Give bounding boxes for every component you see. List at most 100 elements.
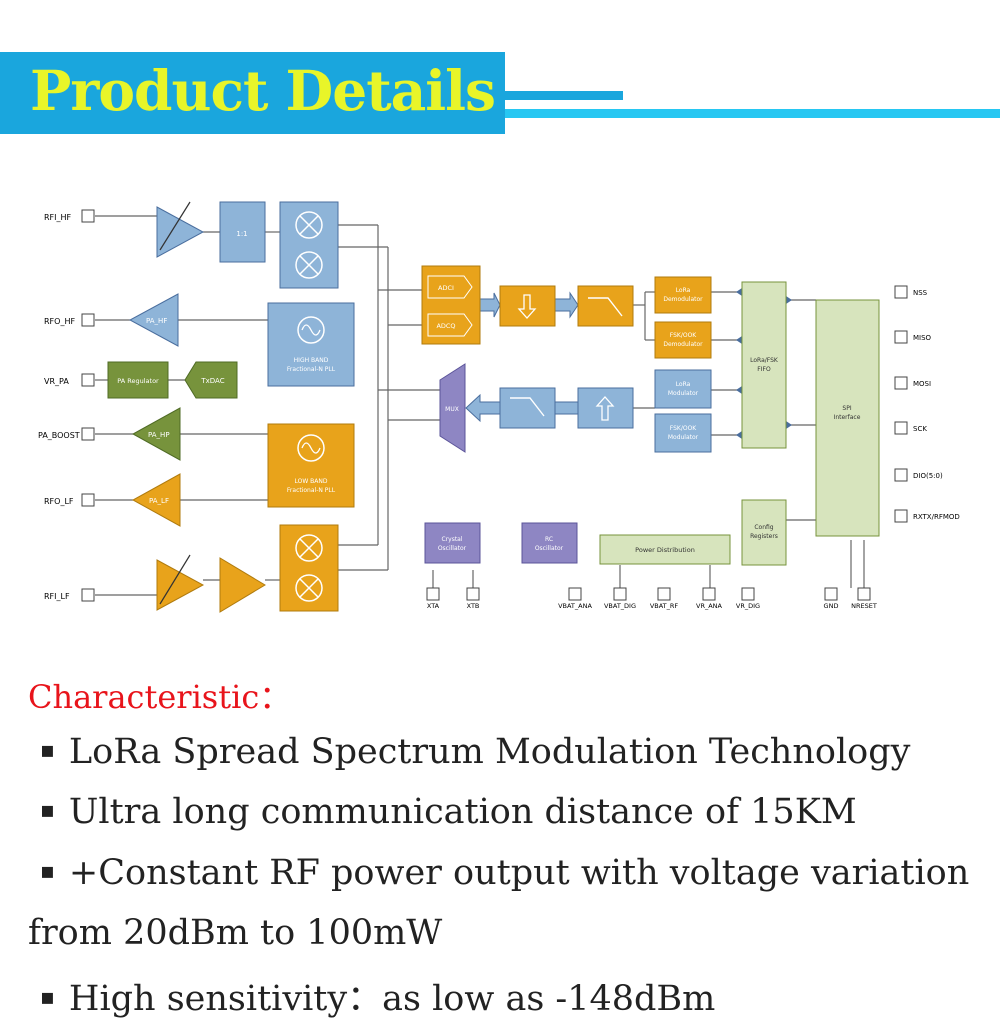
pin-xtb xyxy=(466,587,480,601)
pa-lf-label: PA_LF xyxy=(149,497,169,505)
fsk-demod-label-2: Demodulator xyxy=(663,341,703,348)
power-distribution-block xyxy=(599,534,731,565)
pin-vr-pa xyxy=(81,373,95,387)
crystal-oscillator-block xyxy=(424,522,481,564)
pin-vr-dig xyxy=(741,587,755,601)
feature-item: ▪ LoRa Spread Spectrum Modulation Technol… xyxy=(40,732,910,772)
pin-label-vbat-ana: VBAT_ANA xyxy=(558,602,592,610)
hf-pll-label-2: Fractional-N PLL xyxy=(287,366,336,373)
pin-label-dio: DIO(5:0) xyxy=(913,472,943,480)
down-arrow-icon xyxy=(517,294,537,319)
balun-label: 1:1 xyxy=(236,230,247,238)
lora-demod-label-1: LoRa xyxy=(676,287,691,294)
spi-interface-block xyxy=(815,299,880,537)
fsk-modulator-block xyxy=(654,413,712,453)
feature-item: ▪ Ultra long communication distance of 15… xyxy=(40,792,857,832)
feature-item: ▪ +Constant RF power output with voltage … xyxy=(40,853,969,893)
config-label-2: Registers xyxy=(750,533,778,540)
pin-label-vbat-rf: VBAT_RF xyxy=(650,602,679,610)
mux-block xyxy=(439,363,466,453)
hf-mixer-block xyxy=(279,201,339,289)
pin-mosi xyxy=(894,376,908,390)
feature-text: High sensitivity：as low as -148dBm xyxy=(68,979,716,1019)
feature-text: +Constant RF power output with voltage v… xyxy=(68,853,970,893)
fsk-mod-label-2: Modulator xyxy=(668,434,699,441)
pin-label-rfo-hf: RFO_HF xyxy=(44,317,75,326)
right-pins: NSS MISO MOSI SCK DIO(5:0) RXTX/RFMOD xyxy=(894,285,960,523)
title-banner xyxy=(0,52,505,134)
pin-label-vr-pa: VR_PA xyxy=(44,377,69,386)
pin-label-xta: XTA xyxy=(427,602,440,610)
interpolator-block xyxy=(577,387,634,429)
fifo-label-1: LoRa/FSK xyxy=(750,357,779,364)
fsk-demod-label-1: FSK/OOK xyxy=(670,332,698,339)
config-label-1: Config xyxy=(754,524,773,531)
pin-label-vbat-dig: VBAT_DIG xyxy=(604,602,636,610)
pin-label-xtb: XTB xyxy=(467,602,480,610)
hf-mixer-icons xyxy=(295,211,323,279)
feature-continuation: from 20dBm to 100mW xyxy=(28,913,443,953)
power-distribution-label: Power Distribution xyxy=(635,546,695,554)
feature-item: ▪ High sensitivity：as low as -148dBm xyxy=(40,970,715,1021)
decorative-line-long xyxy=(505,109,1000,118)
lf-mixer-block xyxy=(279,524,339,612)
rc-oscillator-block xyxy=(521,522,578,564)
hf-pll-block xyxy=(267,302,355,387)
pin-label-rfi-hf: RFI_HF xyxy=(44,213,72,222)
hf-pll-label-1: HIGH BAND xyxy=(294,357,329,364)
pin-rfo-lf xyxy=(81,493,95,507)
pin-miso xyxy=(894,330,908,344)
pin-label-miso: MISO xyxy=(913,334,932,342)
hf-oscillator-icon xyxy=(297,316,325,344)
pin-vbat-rf xyxy=(657,587,671,601)
lna-hf-amplifier xyxy=(156,206,205,258)
pin-vbat-ana xyxy=(568,587,582,601)
feature-text: Ultra long communication distance of 15K… xyxy=(68,792,857,832)
pin-gnd xyxy=(824,587,838,601)
bottom-pins: XTA XTB VBAT_ANA VBAT_DIG VBAT_RF VR_ANA… xyxy=(426,587,877,610)
pin-nreset xyxy=(857,587,871,601)
lora-modulator-block xyxy=(654,369,712,409)
txdac-block xyxy=(184,361,238,399)
config-registers-block xyxy=(741,499,787,566)
pin-dio xyxy=(894,468,908,482)
pin-rfi-lf xyxy=(81,588,95,602)
fsk-mod-label-1: FSK/OOK xyxy=(670,425,698,432)
fifo-block xyxy=(741,281,787,449)
pin-label-rfo-lf: RFO_LF xyxy=(44,497,74,506)
tx-lowpass-icon xyxy=(510,397,545,417)
rc-label-1: RC xyxy=(545,536,553,543)
pin-label-vr-ana: VR_ANA xyxy=(696,602,723,610)
pa-regulator-label: PA Regulator xyxy=(117,377,159,385)
up-arrow-icon xyxy=(595,396,615,421)
bullet-icon: ▪ xyxy=(40,985,55,1010)
lora-demod-label-2: Demodulator xyxy=(663,296,703,303)
decorative-line-short xyxy=(505,91,623,100)
bullet-icon: ▪ xyxy=(40,738,55,763)
lora-mod-label-1: LoRa xyxy=(676,381,691,388)
characteristic-heading: Characteristic： xyxy=(28,678,292,716)
crystal-label-1: Crystal xyxy=(441,536,462,543)
pa-hp-label: PA_HP xyxy=(148,431,170,439)
page-title: Product Details xyxy=(30,58,496,123)
lora-demodulator-block xyxy=(654,276,712,314)
adcq-label: ADCQ xyxy=(436,322,455,330)
bullet-icon: ▪ xyxy=(40,798,55,823)
pin-xta xyxy=(426,587,440,601)
lowpass-icon xyxy=(588,297,623,317)
lf-oscillator-icon xyxy=(297,434,325,462)
adci-label: ADCI xyxy=(438,284,454,292)
pa-hf-amplifier xyxy=(128,293,179,347)
pa-hf-label: PA_HF xyxy=(146,317,167,325)
pin-label-rfi-lf: RFI_LF xyxy=(44,592,70,601)
bullet-icon: ▪ xyxy=(40,859,55,884)
pin-label-sck: SCK xyxy=(913,425,927,433)
pin-label-gnd: GND xyxy=(824,602,839,610)
pa-regulator-block xyxy=(107,361,169,399)
amplifiers: PA_HF PA_HP PA_LF xyxy=(128,201,266,613)
block-diagram: RFI_HF RFO_HF VR_PA PA_BOOST RFO_LF RFI_… xyxy=(38,201,960,613)
feature-text: LoRa Spread Spectrum Modulation Technolo… xyxy=(68,732,911,772)
spi-label-1: SPI xyxy=(842,405,851,412)
lf-pll-label-1: LOW BAND xyxy=(294,478,327,485)
adc-block xyxy=(421,265,481,345)
